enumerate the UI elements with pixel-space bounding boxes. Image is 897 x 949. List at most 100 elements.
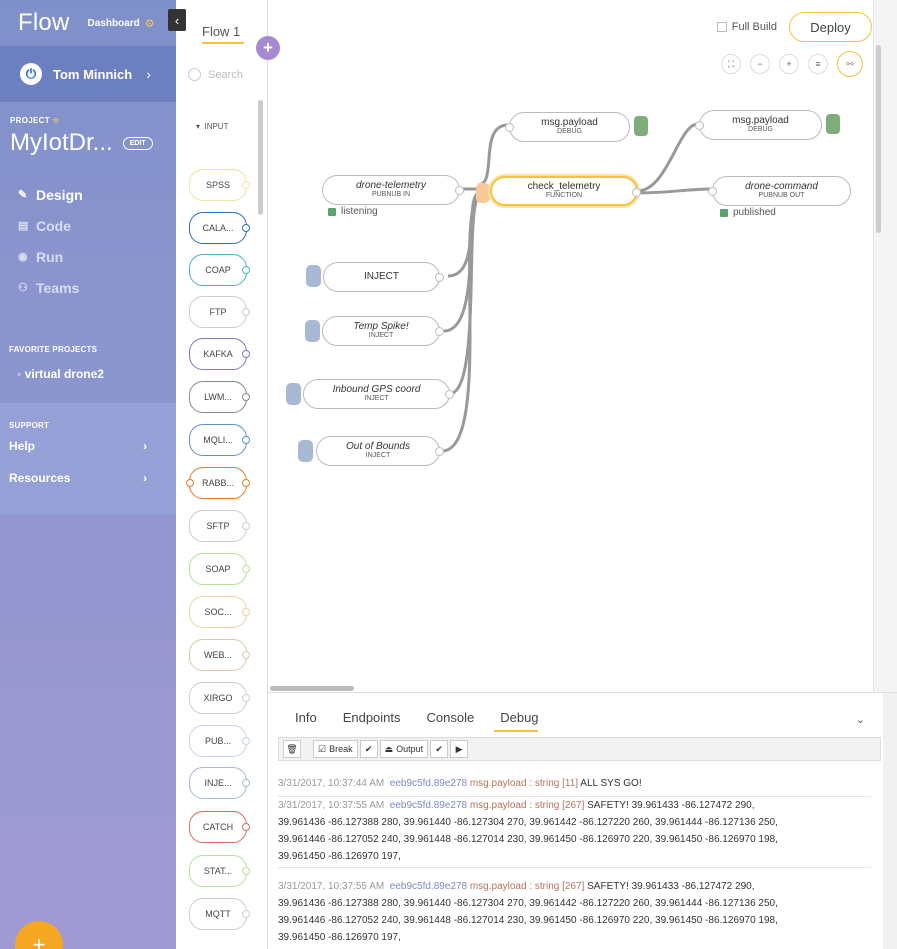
- node-port[interactable]: [242, 608, 250, 616]
- palette-node[interactable]: PUB...: [189, 725, 250, 757]
- node-temp-spike[interactable]: Temp Spike!INJECT: [322, 316, 444, 346]
- node-port[interactable]: [242, 522, 250, 530]
- palette-node[interactable]: MQTT: [189, 898, 250, 930]
- node-port[interactable]: [242, 224, 250, 232]
- node-port[interactable]: [242, 479, 250, 487]
- chevron-down-icon[interactable]: ⌄: [855, 714, 865, 726]
- node-port[interactable]: [242, 779, 250, 787]
- palette-node[interactable]: STAT...: [189, 855, 250, 887]
- log-entry: 3/31/2017, 10:37:55 AM eeb9c5fd.89e278 m…: [278, 800, 778, 862]
- palette-node[interactable]: CATCH: [189, 811, 250, 843]
- checkbox-icon[interactable]: [716, 22, 727, 32]
- node-drag-handle[interactable]: [476, 183, 490, 203]
- node-port[interactable]: [242, 393, 250, 401]
- tab-console[interactable]: Console: [426, 710, 475, 725]
- node-port[interactable]: [242, 910, 250, 918]
- menu-icon[interactable]: ≡: [808, 54, 828, 74]
- node-port[interactable]: [186, 479, 194, 487]
- add-fab-button[interactable]: +: [15, 921, 63, 949]
- palette-node[interactable]: CALA...: [189, 212, 250, 244]
- palette-scrollbar[interactable]: [258, 100, 263, 215]
- palette-node[interactable]: MQLI...: [189, 424, 250, 456]
- help-link[interactable]: Help›: [9, 439, 167, 462]
- node-port[interactable]: [242, 308, 250, 316]
- resources-link[interactable]: Resources›: [9, 471, 167, 494]
- check-icon[interactable]: ✔: [430, 740, 449, 758]
- collapse-sidebar-button[interactable]: ‹: [168, 9, 186, 31]
- node-palette: Flow 1 Search ▾ INPUT SPSS CALA... COAP FTP…: [176, 0, 268, 949]
- nav-run[interactable]: ◉Run: [18, 248, 64, 265]
- canvas-vertical-scrollbar[interactable]: [876, 45, 881, 233]
- tab-debug[interactable]: Debug: [500, 710, 539, 725]
- output-button[interactable]: ⏏ Output: [379, 740, 429, 758]
- star-icon[interactable]: ☆: [52, 116, 60, 125]
- edit-project-button[interactable]: EDIT: [122, 136, 153, 150]
- palette-node[interactable]: LWM...: [189, 381, 250, 413]
- canvas-horizontal-scrollbar[interactable]: [270, 686, 354, 691]
- inject-trigger-button[interactable]: [286, 383, 301, 405]
- dashboard-icon[interactable]: ⚙: [144, 17, 155, 30]
- node-port[interactable]: [242, 651, 250, 659]
- tab-info[interactable]: Info: [295, 710, 317, 725]
- full-build-toggle[interactable]: Full Build: [716, 21, 777, 33]
- palette-node[interactable]: SOAP: [189, 553, 250, 585]
- play-icon[interactable]: ▶: [450, 740, 469, 758]
- break-button[interactable]: ☑ Break: [313, 740, 358, 758]
- favorite-project-item[interactable]: ◦ virtual drone2: [17, 367, 104, 381]
- trash-icon[interactable]: 🗑: [283, 740, 301, 758]
- palette-node[interactable]: RABB...: [186, 467, 250, 499]
- debug-toggle-button[interactable]: [634, 116, 648, 136]
- palette-search[interactable]: Search: [188, 68, 243, 81]
- palette-node[interactable]: KAFKA: [189, 338, 250, 370]
- nav-teams[interactable]: ⚇Teams: [18, 279, 80, 296]
- node-port[interactable]: [242, 694, 250, 702]
- app-logo[interactable]: Flow: [18, 9, 70, 36]
- inject-trigger-button[interactable]: [305, 320, 320, 342]
- add-flow-button[interactable]: +: [256, 36, 280, 60]
- nav-code[interactable]: ▤Code: [18, 217, 71, 234]
- deploy-button[interactable]: Deploy: [789, 12, 872, 42]
- node-port[interactable]: [242, 737, 250, 745]
- nav-design[interactable]: ✎Design: [18, 186, 83, 203]
- palette-node[interactable]: SPSS: [189, 169, 250, 201]
- zoom-out-icon[interactable]: −: [750, 54, 770, 74]
- node-inject[interactable]: INJECT: [323, 262, 444, 292]
- inject-trigger-button[interactable]: [298, 440, 313, 462]
- zoom-in-icon[interactable]: +: [779, 54, 799, 74]
- check-icon[interactable]: ✔: [359, 740, 378, 758]
- panel-scrollbar[interactable]: [883, 693, 897, 949]
- node-port[interactable]: [242, 867, 250, 875]
- node-port[interactable]: [242, 266, 250, 274]
- palette-node[interactable]: FTP: [189, 296, 250, 328]
- tab-flow-1[interactable]: Flow 1: [202, 24, 241, 39]
- palette-node-label: INJE...: [204, 778, 232, 788]
- palette-node[interactable]: SOC...: [189, 596, 250, 628]
- user-menu[interactable]: ⏻ Tom Minnich ›: [0, 46, 176, 102]
- palette-node-label: FTP: [209, 307, 227, 317]
- debug-toggle-button[interactable]: [826, 114, 840, 134]
- tab-endpoints[interactable]: Endpoints: [342, 710, 401, 725]
- palette-node[interactable]: WEB...: [189, 639, 250, 671]
- palette-node[interactable]: XIRGO: [189, 682, 250, 714]
- dashboard-link[interactable]: Dashboard: [87, 17, 140, 29]
- link-icon[interactable]: ⚯: [837, 51, 863, 77]
- node-port[interactable]: [242, 436, 250, 444]
- node-port[interactable]: [242, 350, 250, 358]
- node-port[interactable]: [242, 823, 250, 831]
- fit-view-icon[interactable]: ⛶: [721, 54, 741, 74]
- node-port[interactable]: [242, 565, 250, 573]
- category-input[interactable]: ▾ INPUT: [196, 122, 229, 131]
- palette-node[interactable]: INJE...: [189, 767, 250, 799]
- inject-trigger-button[interactable]: [306, 265, 321, 287]
- node-port[interactable]: [242, 181, 250, 189]
- palette-node[interactable]: COAP: [189, 254, 250, 286]
- palette-node[interactable]: SFTP: [189, 510, 250, 542]
